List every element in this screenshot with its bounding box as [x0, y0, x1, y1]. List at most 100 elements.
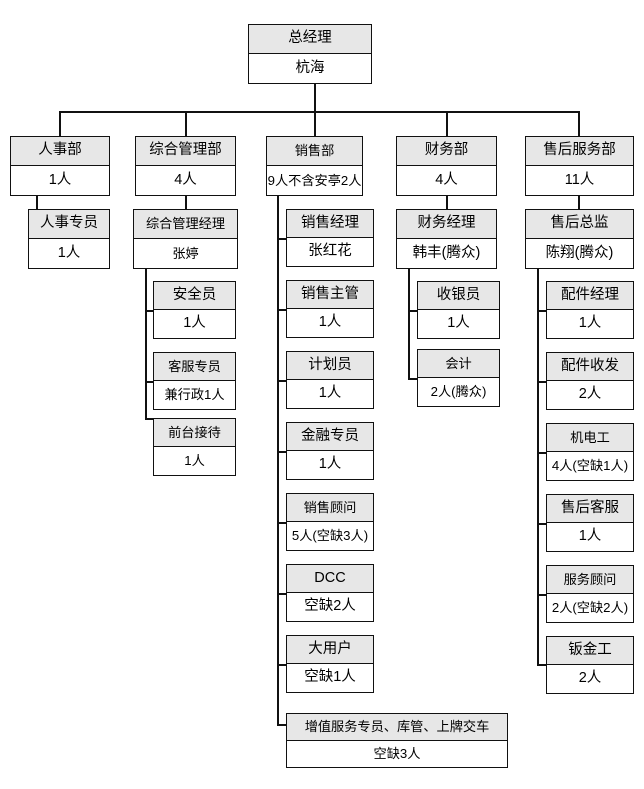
- node-title: 综合管理部: [136, 137, 235, 166]
- node-sales-finance-specialist[interactable]: 金融专员 1人: [286, 422, 374, 480]
- node-title: 财务部: [397, 137, 496, 166]
- connector-drop-admin: [185, 111, 187, 136]
- node-body: 2人(腾众): [418, 378, 499, 406]
- node-sales-supervisor[interactable]: 销售主管 1人: [286, 280, 374, 338]
- node-department-sales[interactable]: 销售部 9人不含安亭2人: [266, 136, 363, 196]
- node-sales-key-account[interactable]: 大用户 空缺1人: [286, 635, 374, 693]
- connector-admin-elbow-2: [145, 418, 155, 420]
- connector-finance-stem: [408, 269, 410, 379]
- node-body: 1人: [154, 447, 235, 475]
- node-body: 1人: [29, 239, 109, 268]
- node-body: 2人: [547, 381, 633, 409]
- node-finance-cashier[interactable]: 收银员 1人: [417, 281, 500, 339]
- node-body: 空缺1人: [287, 664, 373, 692]
- node-title: 售后总监: [526, 210, 633, 239]
- node-title: 售后客服: [547, 495, 633, 523]
- node-title: 计划员: [287, 352, 373, 380]
- node-aftersales-body-repair[interactable]: 钣金工 2人: [546, 636, 634, 694]
- node-department-admin[interactable]: 综合管理部 4人: [135, 136, 236, 196]
- node-body: 2人: [547, 665, 633, 693]
- node-title: 销售经理: [287, 210, 373, 238]
- node-aftersales-customer-service[interactable]: 售后客服 1人: [546, 494, 634, 552]
- connector-sales-elbow-7: [277, 724, 286, 726]
- node-department-finance[interactable]: 财务部 4人: [396, 136, 497, 196]
- node-aftersales-parts-clerk[interactable]: 配件收发 2人: [546, 352, 634, 410]
- connector-sales-elbow-3: [277, 451, 286, 453]
- node-aftersales-mechanic[interactable]: 机电工 4人(空缺1人): [546, 423, 634, 481]
- node-sales-planner[interactable]: 计划员 1人: [286, 351, 374, 409]
- connector-drop-hr: [59, 111, 61, 136]
- connector-finance-to-manager: [446, 196, 448, 209]
- node-admin-front-desk[interactable]: 前台接待 1人: [153, 418, 236, 476]
- node-body: 杭海: [249, 54, 371, 83]
- node-body: 1人: [418, 310, 499, 338]
- node-admin-safety-officer[interactable]: 安全员 1人: [153, 281, 236, 339]
- node-body: 陈翔(腾众): [526, 239, 633, 268]
- connector-drop-aftersales: [578, 111, 580, 136]
- node-title: 人事部: [11, 137, 109, 166]
- connector-finance-elbow-0: [408, 310, 418, 312]
- connector-aftersales-elbow-0: [537, 310, 547, 312]
- node-body: 4人(空缺1人): [547, 452, 633, 480]
- node-title: 大用户: [287, 636, 373, 664]
- node-body: 1人: [287, 451, 373, 479]
- node-body: 1人: [547, 310, 633, 338]
- node-body: 张婷: [134, 239, 237, 268]
- node-general-manager[interactable]: 总经理 杭海: [248, 24, 372, 84]
- node-aftersales-director[interactable]: 售后总监 陈翔(腾众): [525, 209, 634, 269]
- node-body: 韩丰(腾众): [397, 239, 496, 268]
- node-body: 2人(空缺2人): [547, 594, 633, 622]
- node-title: 人事专员: [29, 210, 109, 239]
- node-title: 配件经理: [547, 282, 633, 310]
- node-title: 销售部: [267, 137, 362, 166]
- connector-root-stem: [314, 84, 316, 112]
- node-department-hr[interactable]: 人事部 1人: [10, 136, 110, 196]
- node-body: 1人: [547, 523, 633, 551]
- node-finance-accountant[interactable]: 会计 2人(腾众): [417, 349, 500, 407]
- node-body: 4人: [397, 166, 496, 195]
- connector-department-bus: [59, 111, 578, 113]
- node-aftersales-parts-manager[interactable]: 配件经理 1人: [546, 281, 634, 339]
- node-title: 总经理: [249, 25, 371, 54]
- connector-admin-elbow-1: [145, 381, 155, 383]
- connector-admin-elbow-0: [145, 310, 155, 312]
- node-title: 会计: [418, 350, 499, 378]
- node-department-aftersales[interactable]: 售后服务部 11人: [525, 136, 634, 196]
- node-title: 金融专员: [287, 423, 373, 451]
- node-sales-consultant[interactable]: 销售顾问 5人(空缺3人): [286, 493, 374, 551]
- node-sales-manager[interactable]: 销售经理 张红花: [286, 209, 374, 267]
- connector-sales-elbow-5: [277, 593, 286, 595]
- node-title: 销售顾问: [287, 494, 373, 522]
- node-title: 销售主管: [287, 281, 373, 309]
- connector-aftersales-elbow-4: [537, 594, 547, 596]
- node-body: 空缺2人: [287, 593, 373, 621]
- node-title: 前台接待: [154, 419, 235, 447]
- connector-drop-sales: [314, 111, 316, 136]
- connector-aftersales-elbow-3: [537, 523, 547, 525]
- node-body: 1人: [287, 380, 373, 408]
- node-title: 钣金工: [547, 637, 633, 665]
- node-title: 增值服务专员、库管、上牌交车: [287, 714, 507, 741]
- node-admin-customer-service[interactable]: 客服专员 兼行政1人: [153, 352, 236, 410]
- node-body: 1人: [11, 166, 109, 195]
- node-sales-value-added-group[interactable]: 增值服务专员、库管、上牌交车 空缺3人: [286, 713, 508, 768]
- node-finance-manager[interactable]: 财务经理 韩丰(腾众): [396, 209, 497, 269]
- node-body: 4人: [136, 166, 235, 195]
- node-body: 空缺3人: [287, 740, 507, 767]
- connector-sales-stem: [277, 196, 279, 725]
- connector-sales-elbow-4: [277, 522, 286, 524]
- node-body: 1人: [287, 309, 373, 337]
- node-title: 收银员: [418, 282, 499, 310]
- connector-admin-to-manager: [185, 196, 187, 209]
- node-title: 综合管理经理: [134, 210, 237, 239]
- node-hr-specialist[interactable]: 人事专员 1人: [28, 209, 110, 269]
- node-sales-dcc[interactable]: DCC 空缺2人: [286, 564, 374, 622]
- connector-sales-elbow-0: [277, 238, 286, 240]
- connector-sales-elbow-6: [277, 664, 286, 666]
- node-title: 配件收发: [547, 353, 633, 381]
- node-body: 9人不含安亭2人: [267, 166, 362, 195]
- node-admin-manager[interactable]: 综合管理经理 张婷: [133, 209, 238, 269]
- node-aftersales-service-advisor[interactable]: 服务顾问 2人(空缺2人): [546, 565, 634, 623]
- connector-aftersales-to-manager: [578, 196, 580, 209]
